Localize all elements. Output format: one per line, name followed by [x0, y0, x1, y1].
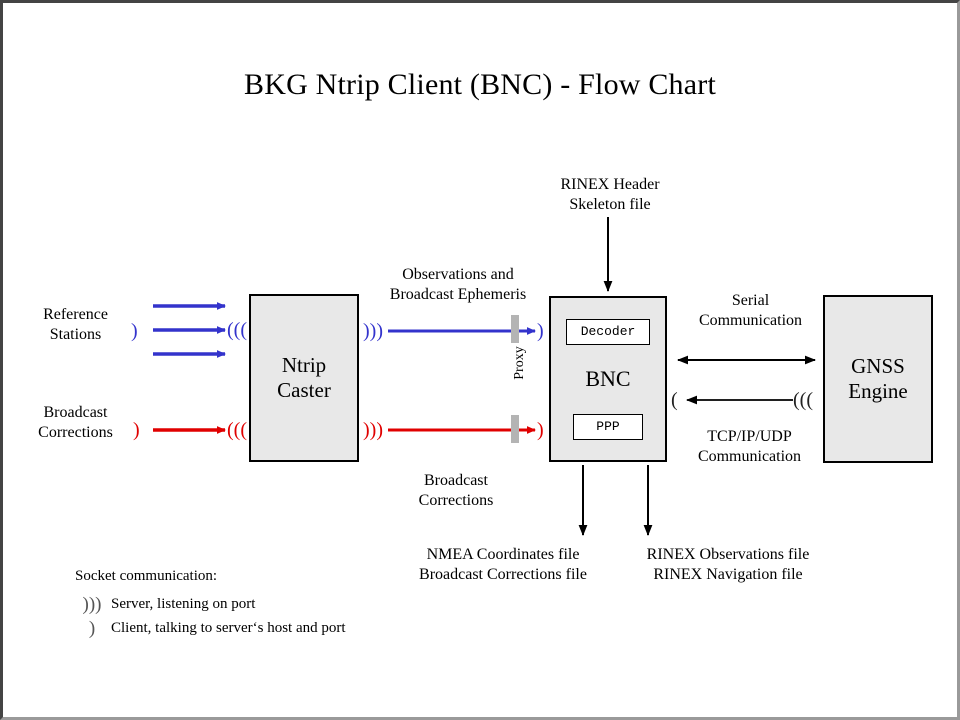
label-observations-and-ephemeris: Observations and Broadcast Ephemeris	[363, 265, 553, 305]
socket-client-glyph-reference-stations: )	[131, 320, 138, 342]
label-serial-communication-line2: Communication	[698, 311, 803, 329]
legend: Socket communication: ))) Server, listen…	[75, 568, 495, 640]
label-reference-stations-line2: Stations	[49, 325, 102, 343]
socket-server-glyph-caster-corrections-input: (((	[227, 419, 247, 441]
label-nmea-coordinates-file: NMEA Coordinates file	[426, 546, 580, 563]
label-tcpip-communication: TCP/IP/UDP Communication	[667, 427, 832, 467]
label-rinex-output-files: RINEX Observations file RINEX Navigation…	[623, 545, 833, 585]
socket-client-glyph-bnc-tcpip: (	[671, 389, 678, 411]
label-broadcast-corrections-stream-line1: Broadcast	[424, 472, 488, 489]
bnc-ppp-module[interactable]: PPP	[573, 413, 643, 440]
proxy-bar-top	[511, 315, 519, 343]
label-broadcast-corrections-file: Broadcast Corrections file	[419, 565, 587, 583]
node-bnc-label: BNC	[585, 366, 631, 391]
legend-item-server: ))) Server, listening on port	[75, 592, 495, 616]
socket-server-glyph-caster-corrections-output: )))	[363, 419, 383, 441]
legend-title: Socket communication:	[75, 568, 218, 584]
node-gnss-engine-line2: Engine	[848, 379, 908, 403]
label-broadcast-corrections-source-line1: Broadcast	[43, 404, 108, 421]
node-ntrip-caster-line2: Caster	[277, 378, 331, 402]
socket-client-glyph-legend: )	[88, 617, 96, 639]
diagram-area: BKG Ntrip Client (BNC) - Flow Chart	[3, 3, 957, 717]
label-observations-and-ephemeris-line2: Broadcast Ephemeris	[389, 285, 527, 303]
node-ntrip-caster[interactable]: Ntrip Caster	[249, 294, 359, 462]
label-reference-stations-line1: Reference	[43, 306, 108, 323]
label-serial-communication: Serial Communication	[668, 291, 833, 331]
socket-client-glyph-bnc-observations-input: )	[537, 320, 544, 342]
bnc-decoder-module[interactable]: Decoder	[566, 319, 650, 345]
proxy-bar-bottom	[511, 415, 519, 443]
label-tcpip-communication-line1: TCP/IP/UDP	[707, 428, 792, 445]
node-gnss-engine[interactable]: GNSS Engine	[823, 295, 933, 463]
label-broadcast-corrections-source-line2: Corrections	[38, 423, 113, 441]
label-rinex-header-line2: Skeleton file	[569, 195, 651, 213]
label-serial-communication-line1: Serial	[731, 292, 770, 309]
legend-item-client-label: Client, talking to server‘s host and por…	[111, 619, 346, 636]
socket-client-glyph-broadcast-corrections: )	[133, 419, 140, 441]
legend-item-client: ) Client, talking to server‘s host and p…	[75, 616, 495, 640]
arrow-reference-stations-to-caster	[153, 302, 226, 358]
label-reference-stations: Reference Stations	[13, 305, 138, 345]
label-broadcast-corrections-stream-line2: Corrections	[418, 491, 494, 509]
socket-server-glyph-caster-observations-output: )))	[363, 320, 383, 342]
label-observations-and-ephemeris-line1: Observations and	[402, 266, 514, 283]
label-broadcast-corrections-source: Broadcast Corrections	[9, 403, 142, 443]
label-rinex-header-skeleton-file: RINEX Header Skeleton file	[520, 175, 700, 215]
label-tcpip-communication-line2: Communication	[697, 447, 802, 465]
proxy-label: Proxy	[512, 346, 527, 380]
socket-server-glyph-legend: )))	[82, 593, 102, 615]
node-gnss-engine-line1: GNSS	[851, 354, 905, 379]
label-nmea-output-files: NMEA Coordinates file Broadcast Correcti…	[398, 545, 608, 585]
legend-item-server-label: Server, listening on port	[111, 595, 256, 612]
page-title: BKG Ntrip Client (BNC) - Flow Chart	[244, 68, 716, 101]
node-bnc[interactable]: Decoder BNC PPP	[549, 296, 667, 462]
label-rinex-header-line1: RINEX Header	[560, 176, 660, 193]
label-broadcast-corrections-stream: Broadcast Corrections	[381, 471, 531, 511]
socket-client-glyph-bnc-corrections-input: )	[537, 419, 544, 441]
node-ntrip-caster-line1: Ntrip	[281, 353, 327, 378]
socket-server-glyph-gnss-tcpip: (((	[793, 389, 813, 411]
label-rinex-navigation-file: RINEX Navigation file	[653, 565, 803, 583]
socket-server-glyph-caster-input: (((	[227, 319, 247, 341]
label-rinex-observations-file: RINEX Observations file	[646, 546, 810, 563]
